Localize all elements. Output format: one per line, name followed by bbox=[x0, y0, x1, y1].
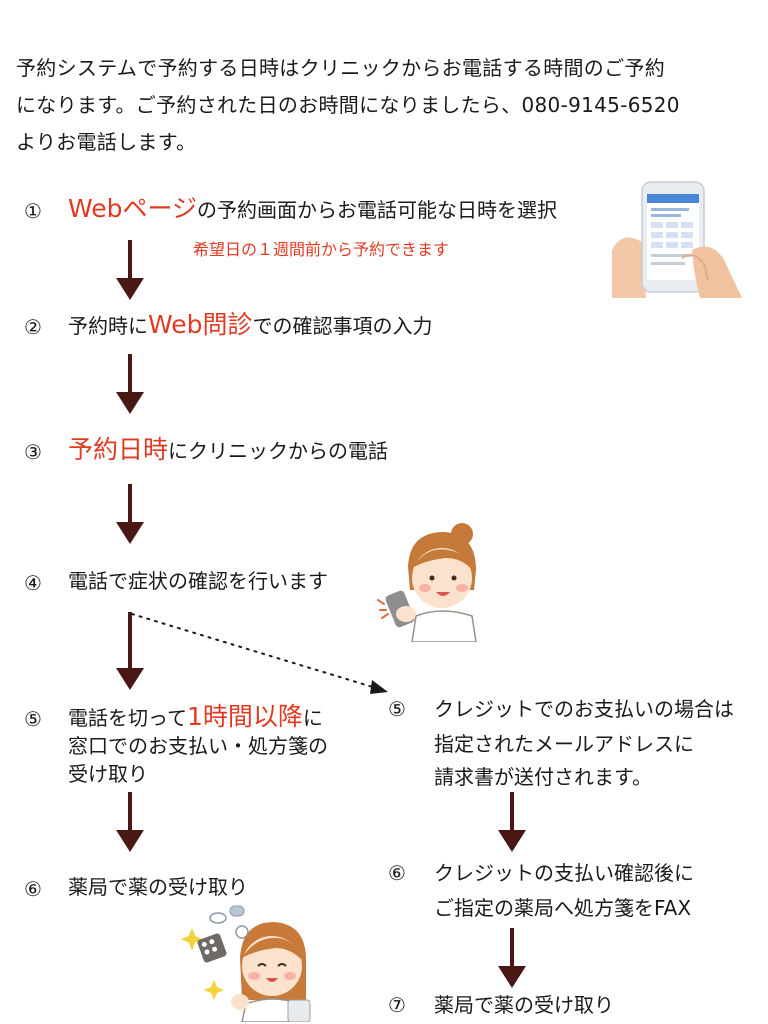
down-arrow-icon bbox=[113, 792, 147, 854]
step-7-right-text: 薬局で薬の受け取り bbox=[434, 993, 614, 1017]
step-1-text: Webページの予約画面からお電話可能な日時を選択 bbox=[68, 194, 557, 225]
step-5-left-highlight: 1時間以降 bbox=[187, 702, 303, 731]
step-3-number: ③ bbox=[24, 440, 42, 464]
nurse-with-medicine-illustration bbox=[178, 904, 318, 1022]
step-2-pre: 予約時に bbox=[68, 314, 148, 338]
step-7-right-number: ⑦ bbox=[388, 993, 406, 1017]
step-3-highlight: 予約日時 bbox=[68, 435, 169, 464]
intro-line-2: になります。ご予約された日のお時間になりましたら、080-9145-6520 bbox=[16, 93, 680, 117]
step-2-number: ② bbox=[24, 315, 42, 339]
down-arrow-icon bbox=[113, 240, 147, 302]
intro-paragraph: 予約システムで予約する日時はクリニックからお電話する時間のご予約 になります。ご… bbox=[16, 50, 756, 161]
down-arrow-icon bbox=[113, 612, 147, 692]
down-arrow-icon bbox=[495, 928, 529, 990]
step-5-left-line-1: 電話を切って1時間以降に bbox=[68, 702, 323, 733]
down-arrow-icon bbox=[113, 484, 147, 546]
step-3-rest: にクリニックからの電話 bbox=[168, 439, 389, 463]
step-5-right-line-3: 請求書が送付されます。 bbox=[434, 765, 652, 789]
intro-line-1: 予約システムで予約する日時はクリニックからお電話する時間のご予約 bbox=[16, 56, 665, 80]
step-6-right-number: ⑥ bbox=[388, 861, 406, 885]
step-2-rest: での確認事項の入力 bbox=[252, 314, 433, 338]
step-5-right-line-2: 指定されたメールアドレスに bbox=[434, 732, 694, 756]
down-arrow-icon bbox=[113, 354, 147, 416]
step-6-left-text: 薬局で薬の受け取り bbox=[68, 875, 248, 899]
intro-line-3: よりお電話します。 bbox=[16, 130, 197, 154]
step-5-right-line-1: クレジットでのお支払いの場合は bbox=[434, 697, 734, 721]
nurse-on-phone-illustration bbox=[376, 520, 488, 642]
step-1-rest: の予約画面からお電話可能な日時を選択 bbox=[197, 198, 558, 222]
step-2-text: 予約時にWeb問診での確認事項の入力 bbox=[68, 310, 433, 341]
step-1-number: ① bbox=[24, 199, 42, 223]
step-2-highlight: Web問診 bbox=[148, 310, 253, 339]
step-5-left-line-2: 窓口でのお支払い・処方箋の bbox=[68, 734, 328, 758]
step-6-left-number: ⑥ bbox=[24, 877, 42, 901]
down-arrow-icon bbox=[495, 792, 529, 854]
step-6-right-line-2: ご指定の薬局へ処方箋をFAX bbox=[434, 896, 692, 920]
step-5-left-post: に bbox=[302, 706, 323, 730]
step-1-highlight: Webページ bbox=[68, 194, 198, 223]
dotted-branch-arrow-icon bbox=[130, 610, 392, 696]
smartphone-in-hand-icon bbox=[612, 180, 742, 298]
step-6-right-line-1: クレジットの支払い確認後に bbox=[434, 861, 694, 885]
step-5-left-number: ⑤ bbox=[24, 707, 42, 731]
step-5-right-number: ⑤ bbox=[388, 697, 406, 721]
step-5-left-line-3: 受け取り bbox=[68, 762, 148, 786]
step-4-text: 電話で症状の確認を行います bbox=[68, 569, 328, 593]
step-4-number: ④ bbox=[24, 571, 42, 595]
step-1-note: 希望日の１週間前から予約できます bbox=[193, 240, 450, 259]
step-5-left-pre: 電話を切って bbox=[68, 706, 187, 730]
step-3-text: 予約日時にクリニックからの電話 bbox=[68, 435, 388, 466]
